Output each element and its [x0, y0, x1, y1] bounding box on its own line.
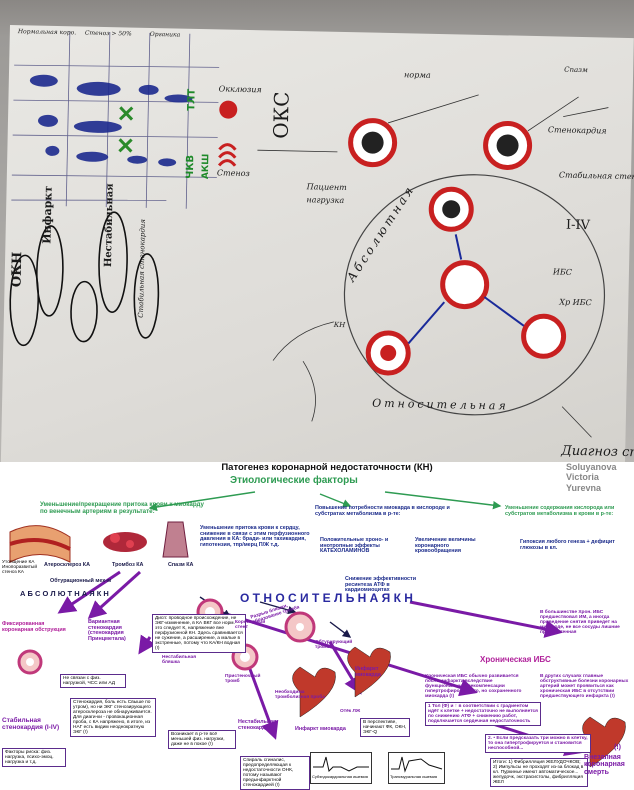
reduction-note: Уменьшение притока крови к сердцу, сниже… [200, 525, 310, 549]
cause-atherosclerosis: Атеросклероз КА [44, 562, 90, 568]
label-parietal-thrombus: Пристеночный тромб [225, 674, 261, 685]
tol-note: 1 Тол (Ф) и ↑ в соответствии с градиенто… [425, 702, 541, 727]
unstable-angina: Нестабильная стенокардия [238, 719, 277, 731]
fixed-obstruction: Фиксированная коронарная обструкция [2, 621, 66, 633]
ruler-label-2: Стеноз > 50% [84, 29, 132, 38]
branch-left: Уменьшение/прекращение притока крови к м… [40, 501, 204, 515]
ecg-subendocardial-label: Субэндокардиальная ишемия [312, 774, 368, 779]
obturation-mech: Обтурационный мех-м [50, 578, 112, 584]
right-note-classes: I-IV [565, 217, 591, 234]
necrosis-note: В перспективе, начинают ФК, ОКН, ЭКГ-Q [360, 718, 410, 738]
right-note-spasm: Спазм [564, 65, 588, 75]
poster-title: Патогенез коронарной недостаточности (КН… [221, 462, 433, 473]
label-stent: Коронарный стент [235, 620, 266, 631]
label-edema: Отёк ЛЖ [340, 709, 361, 714]
spasm-note: 2. • Если предсказать три можно в клетку… [485, 734, 591, 754]
chronic-ibs: Хроническая ИБС [480, 655, 551, 664]
infarct-bottom: Инфаркт миокарда [295, 726, 346, 732]
stable-angina-note: Факторы риска: физ. нагрузка, психо-эмоц… [2, 748, 66, 768]
cause-spasm: Спазм КА [168, 562, 194, 568]
ecg-transmural: Трансмуральная ишемия [388, 752, 445, 784]
chronic-note-1: В большинстве Хрон. ИБС предшествовал ИМ… [540, 610, 620, 636]
label-tlt: ТЛТ [186, 88, 198, 111]
right-cause: Гипоксия любого генеза + дефицит глюкозы… [520, 539, 615, 551]
variant-def-note: Дисп: проводное происхождение, не ЭКГ-из… [152, 614, 246, 654]
unstable-note: Возникает в р-те всё меньшей физ. нагруз… [168, 730, 236, 750]
label-unstable-plaque: Нестабильная бляшка [162, 655, 197, 666]
label-obturating-thrombus: Обтурирующий тромб [315, 640, 353, 651]
paper-sheet: Нормальная коро. Стеноз > 50% Органика О… [0, 25, 634, 462]
label-thrombolysis: Необходима тромболизная проба [275, 690, 325, 701]
branch-middle: Повышение потребности миокарда в кислоро… [315, 505, 450, 517]
variant-angina: Вариантная стенокардия (стенокардия Прин… [88, 619, 126, 643]
absolute-kn: А Б С О Л Ю Т Н А Я К Н [20, 589, 109, 598]
poster-author: Soluyanova Victoria Yurevna [566, 462, 617, 493]
unrelated-note: Не связан с физ. нагрузкой, ЧСС или АД [60, 674, 126, 689]
exclamation: (!) [614, 744, 621, 751]
notebook-photo: Нормальная коро. Стеноз > 50% Органика О… [0, 0, 634, 462]
outcome-note: Итоги: 1) Фибрилляция ЖЕЛУДОЧКОВ; 2) Имп… [490, 758, 588, 788]
small-note-3: Пациент [306, 182, 347, 193]
small-note-1: норма [403, 70, 431, 80]
sudden-death: Внезапная коронарная смерть [584, 754, 625, 776]
abbrev-okc: ОКС [268, 91, 294, 139]
small-note-4: нагрузка [306, 195, 345, 206]
label-occlusion: Окклюзия [218, 84, 262, 95]
right-note-diagnosis: Диагноз стен [561, 443, 634, 461]
etiology-heading: Этиологические факторы [230, 475, 358, 486]
sketch-drawing [9, 31, 609, 438]
diagnosis-okn: ОКН [9, 251, 26, 288]
chronic-note-2: В других случаях главные обструктивные б… [540, 674, 629, 700]
relative-kn: О Т Н О С И Т Е Л Ь Н А Я К Н [240, 591, 413, 605]
branch-right: Уменьшение содержания кислорода или субс… [505, 505, 615, 517]
pathogenesis-poster: Патогенез коронарной недостаточности (КН… [0, 462, 634, 790]
label-akshd: АКШ [200, 153, 212, 180]
infarct-top: Инфаркт миокарда [355, 666, 381, 678]
small-note-2: Стенокардия [547, 125, 607, 136]
ecg-transmural-label: Трансмуральная ишемия [390, 774, 438, 779]
right-note-ibs: ИБС [552, 267, 573, 277]
label-stenosis: Стеноз [216, 168, 250, 179]
stenocardia-note: Стенокардия, боль есть Свыше по утром), … [70, 698, 156, 738]
ruler-label-1: Нормальная коро. [17, 28, 77, 37]
mid-cause-2: Увеличение величины коронарного кровообр… [415, 537, 476, 555]
diagnosis-unstable: Нестабильная [102, 183, 116, 268]
mid-cause-3: Снижение эффективности ресинтеза АТФ в к… [345, 576, 417, 594]
ecg-subendocardial: Субэндокардиальная ишемия [310, 752, 372, 784]
small-note-5: Хр ИБС [559, 297, 592, 308]
poster-arrows [9, 491, 626, 768]
vessel-small-note: Утолщение КА Инопоразвитый стеноз КА [2, 560, 38, 576]
ruler-label-3: Органика [149, 30, 181, 39]
mid-cause-1: Положительные хроно- и инотропные эффект… [320, 537, 389, 555]
center-note: КН [333, 320, 346, 330]
spiral-note: Спираль сгиналис, предопределяющая к нед… [240, 756, 310, 790]
cause-thrombosis: Тромбоз КА [112, 562, 144, 568]
stable-angina: Стабильная стенокардия (I-IV) [2, 717, 60, 731]
label-chkv: ЧКВ [184, 154, 197, 179]
diagnosis-infarct: Инфаркт [40, 185, 55, 244]
chronic-note-3: Хроническая ИБС обычно развивается после… [425, 674, 522, 700]
